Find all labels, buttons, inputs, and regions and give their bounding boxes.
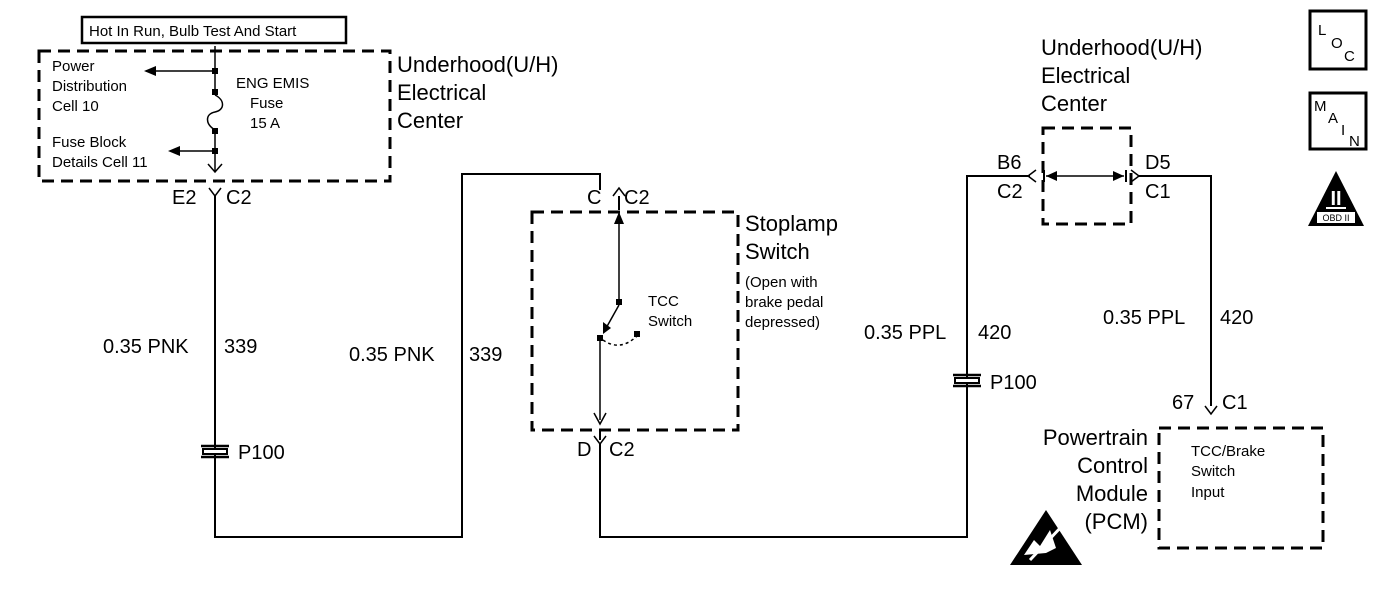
fuse-icon: [206, 94, 224, 131]
svg-text:(PCM): (PCM): [1084, 509, 1148, 534]
wire-ppl-420-right: [1139, 175, 1212, 406]
uh-left-title-1: Underhood(U/H): [397, 52, 558, 77]
pcm-module: Powertrain Control Module (PCM) TCC/Brak…: [1043, 425, 1325, 550]
fuse-terminal-top: [212, 89, 218, 95]
svg-text:ENG EMIS: ENG EMIS: [236, 75, 309, 92]
svg-text:Input: Input: [1191, 484, 1225, 501]
svg-text:Control: Control: [1077, 453, 1148, 478]
hot-in-run-label: Hot In Run, Bulb Test And Start: [80, 15, 348, 45]
svg-text:Switch: Switch: [1191, 463, 1235, 480]
pcm-connector: 67 C1: [1172, 392, 1248, 416]
uh-left-title-3: Center: [397, 108, 463, 133]
svg-text:Stoplamp: Stoplamp: [745, 211, 838, 236]
wire-mid-circuit: 339: [469, 344, 502, 366]
svg-text:depressed): depressed): [745, 314, 820, 331]
svg-text:C1: C1: [1222, 392, 1248, 414]
svg-text:L: L: [1318, 22, 1326, 39]
wire-mid-size: 0.35 PNK: [349, 344, 435, 366]
svg-text:Distribution: Distribution: [52, 78, 127, 95]
stoplamp-switch: C C2 Stoplamp Switch (Open with brake pe…: [530, 186, 838, 461]
esd-warning-icon: [1010, 510, 1082, 565]
wire-left-circuit: 339: [224, 336, 257, 358]
svg-text:Center: Center: [1041, 91, 1107, 116]
uh-left-title-2: Electrical: [397, 80, 486, 105]
svg-text:(Open with: (Open with: [745, 274, 818, 291]
svg-text:67: 67: [1172, 392, 1194, 414]
svg-text:C2: C2: [226, 187, 252, 209]
connector-e2-c2: E2 C2: [172, 187, 252, 209]
svg-text:II: II: [1330, 188, 1341, 210]
svg-text:E2: E2: [172, 187, 196, 209]
splice-p100-left: P100: [201, 442, 285, 464]
svg-text:A: A: [1328, 110, 1338, 127]
wire-pnk-339: [214, 173, 601, 538]
obd-ii-symbol-icon: II OBD II: [1308, 171, 1364, 226]
svg-text:Cell 10: Cell 10: [52, 98, 99, 115]
svg-text:Hot In Run, Bulb Test And Star: Hot In Run, Bulb Test And Start: [89, 23, 297, 40]
svg-text:P100: P100: [238, 442, 285, 464]
svg-text:C: C: [587, 187, 601, 209]
svg-text:P100: P100: [990, 372, 1037, 394]
svg-text:O: O: [1331, 35, 1343, 52]
svg-text:Details Cell 11: Details Cell 11: [52, 154, 148, 171]
svg-text:B6: B6: [997, 152, 1021, 174]
svg-text:OBD II: OBD II: [1322, 213, 1349, 223]
svg-text:Switch: Switch: [648, 313, 692, 330]
uh-electrical-center-left: Underhood(U/H) Electrical Center Power D…: [37, 46, 558, 183]
uh-electrical-center-right: Underhood(U/H) Electrical Center B6 C2 D…: [997, 35, 1202, 226]
svg-text:C2: C2: [609, 439, 635, 461]
splice-p100-right: P100: [953, 372, 1037, 394]
svg-text:C2: C2: [997, 181, 1023, 203]
svg-text:Underhood(U/H): Underhood(U/H): [1041, 35, 1202, 60]
wire-left-size: 0.35 PNK: [103, 336, 189, 358]
wire-ppl-right-circuit: 420: [1220, 307, 1253, 329]
svg-text:I: I: [1341, 122, 1345, 139]
svg-text:M: M: [1314, 98, 1327, 115]
svg-text:Module: Module: [1076, 481, 1148, 506]
loc-symbol-icon: L O C: [1308, 9, 1368, 71]
svg-text:Fuse: Fuse: [250, 95, 283, 112]
svg-text:D: D: [577, 439, 591, 461]
wire-ppl-right-size: 0.35 PPL: [1103, 307, 1185, 329]
svg-text:N: N: [1349, 133, 1360, 150]
svg-text:Fuse Block: Fuse Block: [52, 134, 127, 151]
wire-ppl-left-circuit: 420: [978, 322, 1011, 344]
svg-text:TCC/Brake: TCC/Brake: [1191, 443, 1265, 460]
svg-text:Electrical: Electrical: [1041, 63, 1130, 88]
main-symbol-icon: M A I N: [1308, 91, 1368, 151]
svg-text:Switch: Switch: [745, 239, 810, 264]
svg-text:D5: D5: [1145, 152, 1171, 174]
wire-ppl-420-left: [599, 175, 1030, 538]
svg-text:C2: C2: [624, 187, 650, 209]
svg-text:C1: C1: [1145, 181, 1171, 203]
svg-text:C: C: [1344, 48, 1355, 65]
wire-ppl-left-size: 0.35 PPL: [864, 322, 946, 344]
svg-text:15 A: 15 A: [250, 115, 280, 132]
tcc-switch-label: TCC: [648, 293, 679, 310]
svg-text:Powertrain: Powertrain: [1043, 425, 1148, 450]
svg-text:Power: Power: [52, 58, 95, 75]
svg-text:brake pedal: brake pedal: [745, 294, 823, 311]
